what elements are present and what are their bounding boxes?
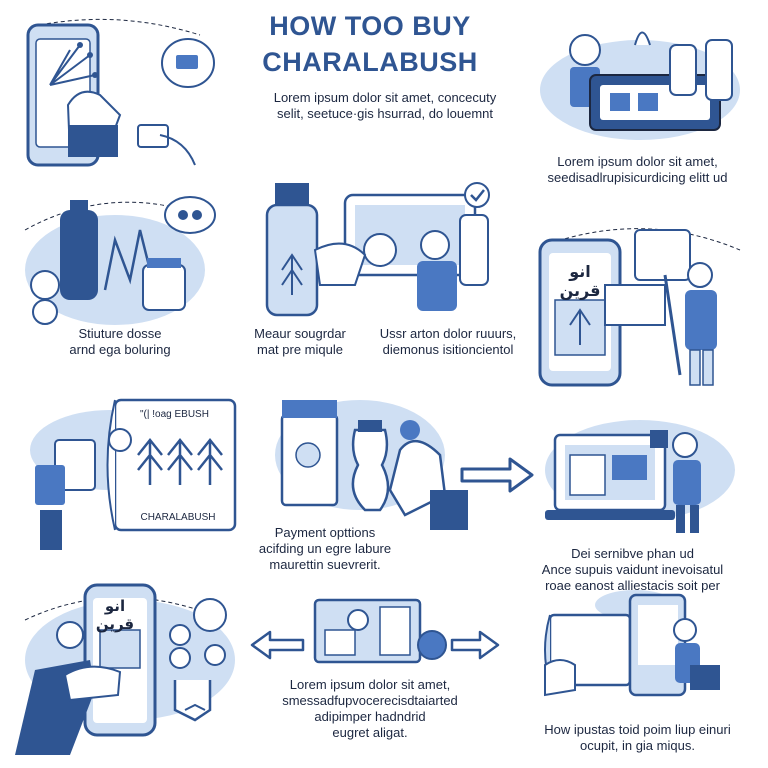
step-10-phone-illustration bbox=[10, 580, 240, 755]
step-11-caption: Lorem ipsum dolor sit amet, smessadfupvo… bbox=[270, 677, 470, 741]
bottle-icon bbox=[669, 44, 697, 96]
arrow-left-icon bbox=[250, 630, 305, 660]
person-icon bbox=[569, 34, 601, 66]
step-8-caption: Payment opttions acifding un egre labure… bbox=[245, 525, 405, 573]
step-4-caption: Meaur sougrdar mat pre miqule bbox=[235, 326, 365, 358]
step-1-phone-illustration bbox=[20, 15, 220, 175]
step-2-line-2: seedisadlrupisicurdicing elitt ud bbox=[547, 170, 728, 185]
step-11-line-4: eugret aligat. bbox=[332, 725, 408, 740]
hand-icon bbox=[63, 665, 122, 702]
step-7-banner-illustration bbox=[20, 395, 240, 555]
step-7-banner-text: CHARALABUSH bbox=[140, 512, 216, 523]
step-11-line-1: Lorem ipsum dolor sit amet, bbox=[289, 677, 451, 692]
hand-icon bbox=[544, 659, 576, 697]
arrow-right-icon bbox=[460, 455, 535, 495]
step-8-line-1: Payment opttions bbox=[274, 525, 376, 540]
step-9-line-1: Dei sernibve phan ud bbox=[571, 546, 694, 561]
step-9-line-3: roae eanost alliestacis soit per bbox=[545, 578, 720, 593]
step-4-selection-illustration bbox=[255, 175, 515, 325]
step-5-caption: Ussr arton dolor ruuurs, diemonus isitio… bbox=[368, 326, 528, 358]
step-12-kiosk-illustration bbox=[535, 585, 750, 705]
step-2-delivery-illustration bbox=[530, 15, 750, 145]
step-10-phone-text: انو قرين bbox=[95, 597, 135, 633]
header-subtitle: Lorem ipsum dolor sit amet, concecuty se… bbox=[235, 90, 535, 122]
arrow-right-icon bbox=[450, 630, 500, 660]
step-4-line-1: Meaur sougrdar bbox=[254, 326, 346, 341]
step-6-app-illustration bbox=[535, 215, 750, 390]
step-12-caption: How ipustas toid poim liup einuri ocupit… bbox=[520, 722, 755, 754]
step-9-line-2: Ance supuis vaidunt inevoisatul bbox=[541, 562, 724, 577]
step-2-caption: Lorem ipsum dolor sit amet, seedisadlrup… bbox=[525, 154, 750, 186]
hand-icon bbox=[313, 242, 367, 286]
step-3-line-1: Stiuture dosse bbox=[78, 326, 162, 341]
step-9-caption: Dei sernibve phan ud Ance supuis vaidunt… bbox=[515, 546, 750, 594]
step-5-line-2: diemonus isitioncientol bbox=[382, 342, 514, 357]
step-5-line-1: Ussr arton dolor ruuurs, bbox=[379, 326, 517, 341]
card-icon bbox=[35, 465, 65, 505]
step-3-caption: Stiuture dosse arnd ega boluring bbox=[30, 326, 210, 358]
person-icon bbox=[673, 618, 697, 642]
subtitle-line-2: selit, seetuce·gis hsurrad, do louemnt bbox=[276, 106, 494, 121]
step-11-card-illustration bbox=[310, 595, 455, 670]
step-3-line-2: arnd ega boluring bbox=[69, 342, 171, 357]
bottle-icon bbox=[60, 210, 98, 300]
person-icon bbox=[56, 621, 84, 649]
step-6-phone-text: انو قرين bbox=[559, 262, 601, 300]
step-12-line-1: How ipustas toid poim liup einuri bbox=[544, 722, 731, 737]
person-icon bbox=[108, 428, 132, 452]
step-3-products-illustration bbox=[15, 190, 225, 330]
bottle-icon bbox=[351, 428, 390, 512]
step-8-line-2: acifding un egre labure bbox=[258, 541, 392, 556]
step-8-payment-illustration bbox=[270, 395, 470, 535]
page-title: HOW TOO BUY CHARALABUSH bbox=[240, 8, 500, 80]
title-line-2: CHARALABUSH bbox=[262, 47, 478, 77]
step-7-tag: "(| !oag EBUSH bbox=[140, 409, 209, 420]
step-9-laptop-illustration bbox=[540, 415, 750, 535]
step-11-line-2: smessadfupvocerecisdtaiarted bbox=[282, 693, 458, 708]
title-line-1: HOW TOO BUY bbox=[269, 11, 471, 41]
person-icon bbox=[687, 262, 713, 288]
subtitle-line-1: Lorem ipsum dolor sit amet, concecuty bbox=[273, 90, 497, 105]
step-11-line-3: adipimper hadndrid bbox=[314, 709, 426, 724]
person-icon bbox=[420, 230, 450, 260]
step-8-line-3: maurettin suevrerit. bbox=[269, 557, 381, 572]
step-2-line-1: Lorem ipsum dolor sit amet, bbox=[557, 154, 718, 169]
person-icon bbox=[672, 432, 698, 458]
step-12-line-2: ocupit, in gia miqus. bbox=[580, 738, 695, 753]
step-4-line-2: mat pre miqule bbox=[257, 342, 343, 357]
